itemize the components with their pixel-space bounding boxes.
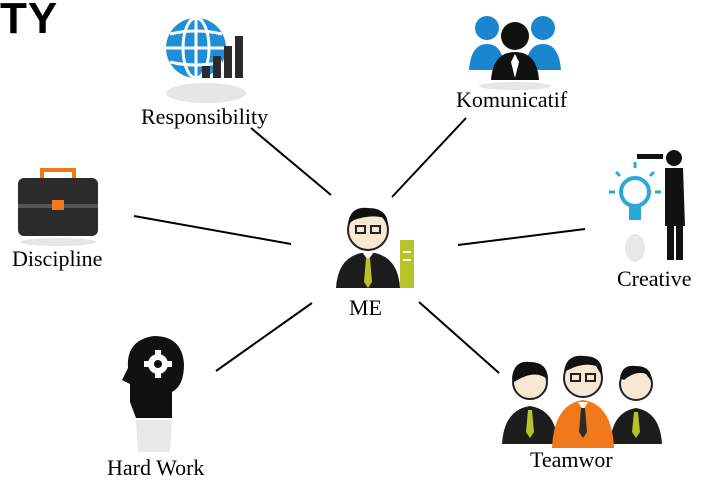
briefcase-icon (18, 168, 98, 246)
label-teamwork: Teamwor (530, 447, 613, 472)
team-people-icon (502, 355, 662, 448)
label-hardwork: Hard Work (107, 455, 205, 480)
page-title: TY (0, 0, 59, 43)
label-responsibility: Responsibility (141, 104, 269, 129)
head-gear-icon (122, 336, 184, 452)
connector-creative (457, 228, 586, 246)
connector-teamwork (418, 301, 500, 374)
people-group-icon (469, 16, 561, 90)
label-discipline: Discipline (12, 246, 103, 271)
label-me: ME (349, 295, 382, 320)
connector-komunicatif (391, 117, 467, 198)
globe-bar-chart-icon (166, 16, 246, 103)
label-komunicatif: Komunicatif (456, 87, 568, 112)
connector-discipline (133, 215, 292, 245)
connector-responsibility (250, 127, 332, 196)
businessman-icon (336, 207, 414, 288)
connector-hardwork (215, 302, 313, 372)
lightbulb-presenter-icon (609, 150, 685, 262)
label-creative: Creative (617, 266, 692, 291)
